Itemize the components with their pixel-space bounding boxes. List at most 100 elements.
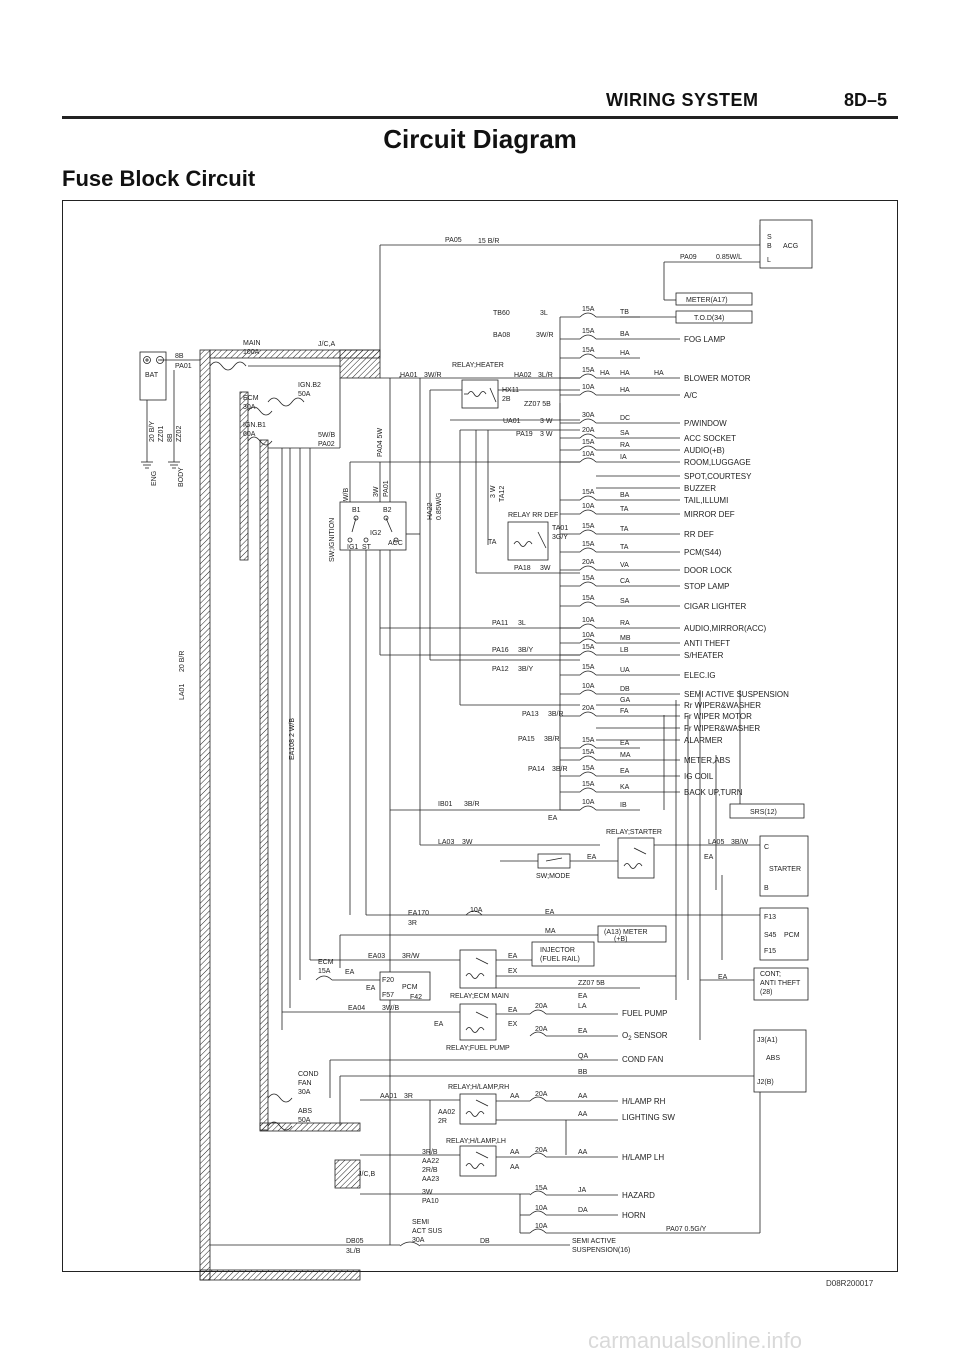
fuse-rating: 15A	[582, 489, 595, 496]
hx11-code: HX11	[502, 387, 519, 394]
fuse-symbol	[579, 787, 597, 793]
relay-starter-label: RELAY;STARTER	[606, 829, 662, 836]
fuse-symbol	[579, 755, 597, 761]
fuse-rating: 15A	[582, 664, 595, 671]
pa12-wire: 3B/Y	[518, 666, 534, 673]
load-label: DOOR LOCK	[684, 566, 733, 575]
aa01-wire: 3R	[404, 1093, 413, 1100]
starter-c: C	[764, 844, 769, 851]
acg-s: S	[767, 234, 772, 241]
abs-j3: J3(A1)	[757, 1037, 778, 1044]
abs-box: J3(A1) J2(B) ABS	[753, 1029, 807, 1093]
ea-170-label: EA	[545, 909, 555, 916]
fuse-rating: 15A	[582, 347, 595, 354]
aa-rh-2: AA	[578, 1093, 588, 1100]
pa16-code: PA16	[492, 647, 509, 654]
aa-rh-1: AA	[510, 1093, 520, 1100]
fuse-circuit-code: MA	[620, 752, 631, 759]
fl-cond-2: FAN	[298, 1080, 312, 1087]
ha02-code: HA02	[514, 372, 532, 379]
fuse-20a-o2: 20A	[535, 1026, 548, 1033]
ea-1: EA	[548, 815, 558, 822]
ecm15-2: 15A	[318, 968, 331, 975]
ba08-code: BA08	[493, 332, 510, 339]
pa04-wire: PA04 5W	[377, 428, 384, 457]
ign-b2: B2	[383, 507, 392, 514]
fuse-symbol	[579, 771, 597, 777]
ma-label: MA	[545, 928, 556, 935]
la05-wire: 3B/W	[731, 839, 749, 846]
sw-mode	[537, 853, 571, 869]
fuse-rating: 10A	[582, 384, 595, 391]
pa10-code: PA10	[422, 1198, 439, 1205]
acg-b: B	[767, 243, 772, 250]
fuse-rating: 10A	[582, 799, 595, 806]
fuse-symbol	[579, 689, 597, 695]
fuse-rating: 15A	[582, 439, 595, 446]
section-title: WIRING SYSTEM	[606, 90, 759, 110]
load-label: SPOT,COURTESY	[684, 472, 752, 481]
load-label: ANTI THEFT	[684, 639, 730, 648]
ign-b1: B1	[352, 507, 361, 514]
aa-ls: AA	[578, 1111, 588, 1118]
fl-abs-2: 50A	[298, 1117, 311, 1124]
fuse-circuit-code: RA	[620, 442, 630, 449]
tb60-code: TB60	[493, 310, 510, 317]
fuse-symbol	[579, 623, 597, 629]
fuse-circuit-code: UA	[620, 667, 630, 674]
ha22-wire: 0.85W/G	[436, 492, 443, 520]
ex-fp: EX	[508, 1021, 518, 1028]
db-label: DB	[480, 1238, 490, 1245]
fuse-symbol	[579, 457, 597, 463]
ea-o2: EA	[578, 1028, 588, 1035]
load-horn: HORN	[622, 1211, 646, 1220]
load-label: A/C	[684, 391, 698, 400]
fuse-rating: 15A	[582, 765, 595, 772]
fuse-circuit-code: IA	[620, 454, 627, 461]
abs-label: ABS	[766, 1055, 780, 1062]
o2-sub: 2	[628, 1036, 632, 1042]
ea170-wire: 3R	[408, 920, 417, 927]
fuse-rating: 15A	[582, 328, 595, 335]
da-label: DA	[578, 1207, 588, 1214]
pcm-s45: S45	[764, 932, 777, 939]
fl-cond-3: 30A	[298, 1089, 311, 1096]
sw-mode-label: SW;MODE	[536, 873, 570, 880]
fuse-circuit-code: HA	[620, 350, 630, 357]
fuse-rating: 20A	[582, 427, 595, 434]
load-cond-fan: COND FAN	[622, 1055, 664, 1064]
section-subtitle: Fuse Block Circuit	[62, 166, 256, 191]
tod-box: T.O.D(34)	[694, 315, 724, 322]
pcm-f13: F13	[764, 914, 776, 921]
db05-code: DB05	[346, 1238, 364, 1245]
load-hlamp-rh: H/LAMP RH	[622, 1097, 666, 1106]
aa-lh-2: AA	[510, 1164, 520, 1171]
ea-2: EA	[587, 854, 597, 861]
zz-label-4: ZZ02	[176, 426, 183, 442]
page-title: Circuit Diagram	[383, 124, 577, 154]
aa22-1: 3R/B	[422, 1149, 438, 1156]
ecm15-1: ECM	[318, 959, 334, 966]
load-label: CIGAR LIGHTER	[684, 602, 746, 611]
load-label: STOP LAMP	[684, 582, 730, 591]
relay-heater-label: RELAY;HEATER	[452, 362, 504, 369]
load-label: BUZZER	[684, 484, 716, 493]
fuse-symbol	[579, 565, 597, 571]
load-label: TAIL,ILLUMI	[684, 496, 728, 505]
zz-label-2: ZZ01	[158, 426, 165, 442]
relay-ecm-main-label: RELAY;ECM MAIN	[450, 993, 509, 1000]
fuse-rating: 15A	[582, 306, 595, 313]
ja-label: JA	[578, 1187, 587, 1194]
pa02-wire: 5W/B	[318, 432, 335, 439]
blower-ha-label: HA	[654, 370, 664, 377]
fuse-20a-fp: 20A	[535, 1003, 548, 1010]
zz07a: ZZ07 5B	[524, 401, 551, 408]
pa05-code: PA05	[445, 237, 462, 244]
pa09-code: PA09	[680, 254, 697, 261]
page-number: 8D–5	[844, 90, 888, 110]
ground-symbols	[141, 461, 180, 469]
pcm-f42: F42	[410, 994, 422, 1001]
fuse-circuit-code: BA	[620, 492, 630, 499]
sw-b-wire: 3W/B	[343, 488, 350, 505]
